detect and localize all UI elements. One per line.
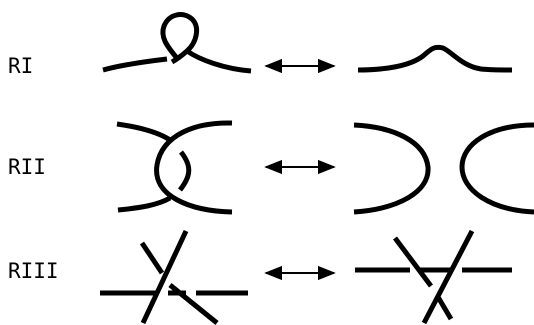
riii-left-diagram — [100, 229, 248, 325]
rii-left-under-strand-bottom — [117, 195, 172, 213]
move-row-rii: RII — [8, 120, 534, 215]
riii-left-ascending-strand — [140, 229, 189, 325]
rii-left-under-strand-middle — [178, 150, 192, 192]
move-label-ri: RI — [8, 54, 33, 78]
ri-right-bump-strand — [357, 44, 513, 73]
riii-right-descending-strand-bottom — [435, 295, 454, 321]
rii-left-diagram — [116, 120, 233, 215]
ri-right-diagram — [357, 44, 513, 73]
rii-right-right-arc — [459, 122, 534, 215]
riii-right-descending-strand-top — [393, 236, 433, 288]
ri-left-under-strand — [102, 56, 168, 73]
riii-right-ascending-strand — [421, 229, 475, 325]
move-row-ri: RI — [8, 12, 513, 78]
riii-left-descending-strand-top — [139, 241, 165, 275]
riii-right-diagram — [355, 229, 512, 325]
rii-left-over-strand — [154, 120, 233, 215]
move-label-riii: RIII — [8, 259, 59, 283]
move-label-rii: RII — [8, 155, 46, 179]
riii-left-descending-strand-bottom — [168, 283, 219, 325]
move-row-riii: RIII — [8, 229, 512, 325]
ri-left-diagram — [102, 12, 252, 74]
ri-left-loop-strand — [160, 12, 200, 65]
ri-left-tail-strand — [185, 48, 252, 74]
rii-right-left-arc — [353, 122, 431, 215]
rii-right-diagram — [353, 122, 534, 215]
rii-left-under-strand-top — [116, 121, 172, 143]
